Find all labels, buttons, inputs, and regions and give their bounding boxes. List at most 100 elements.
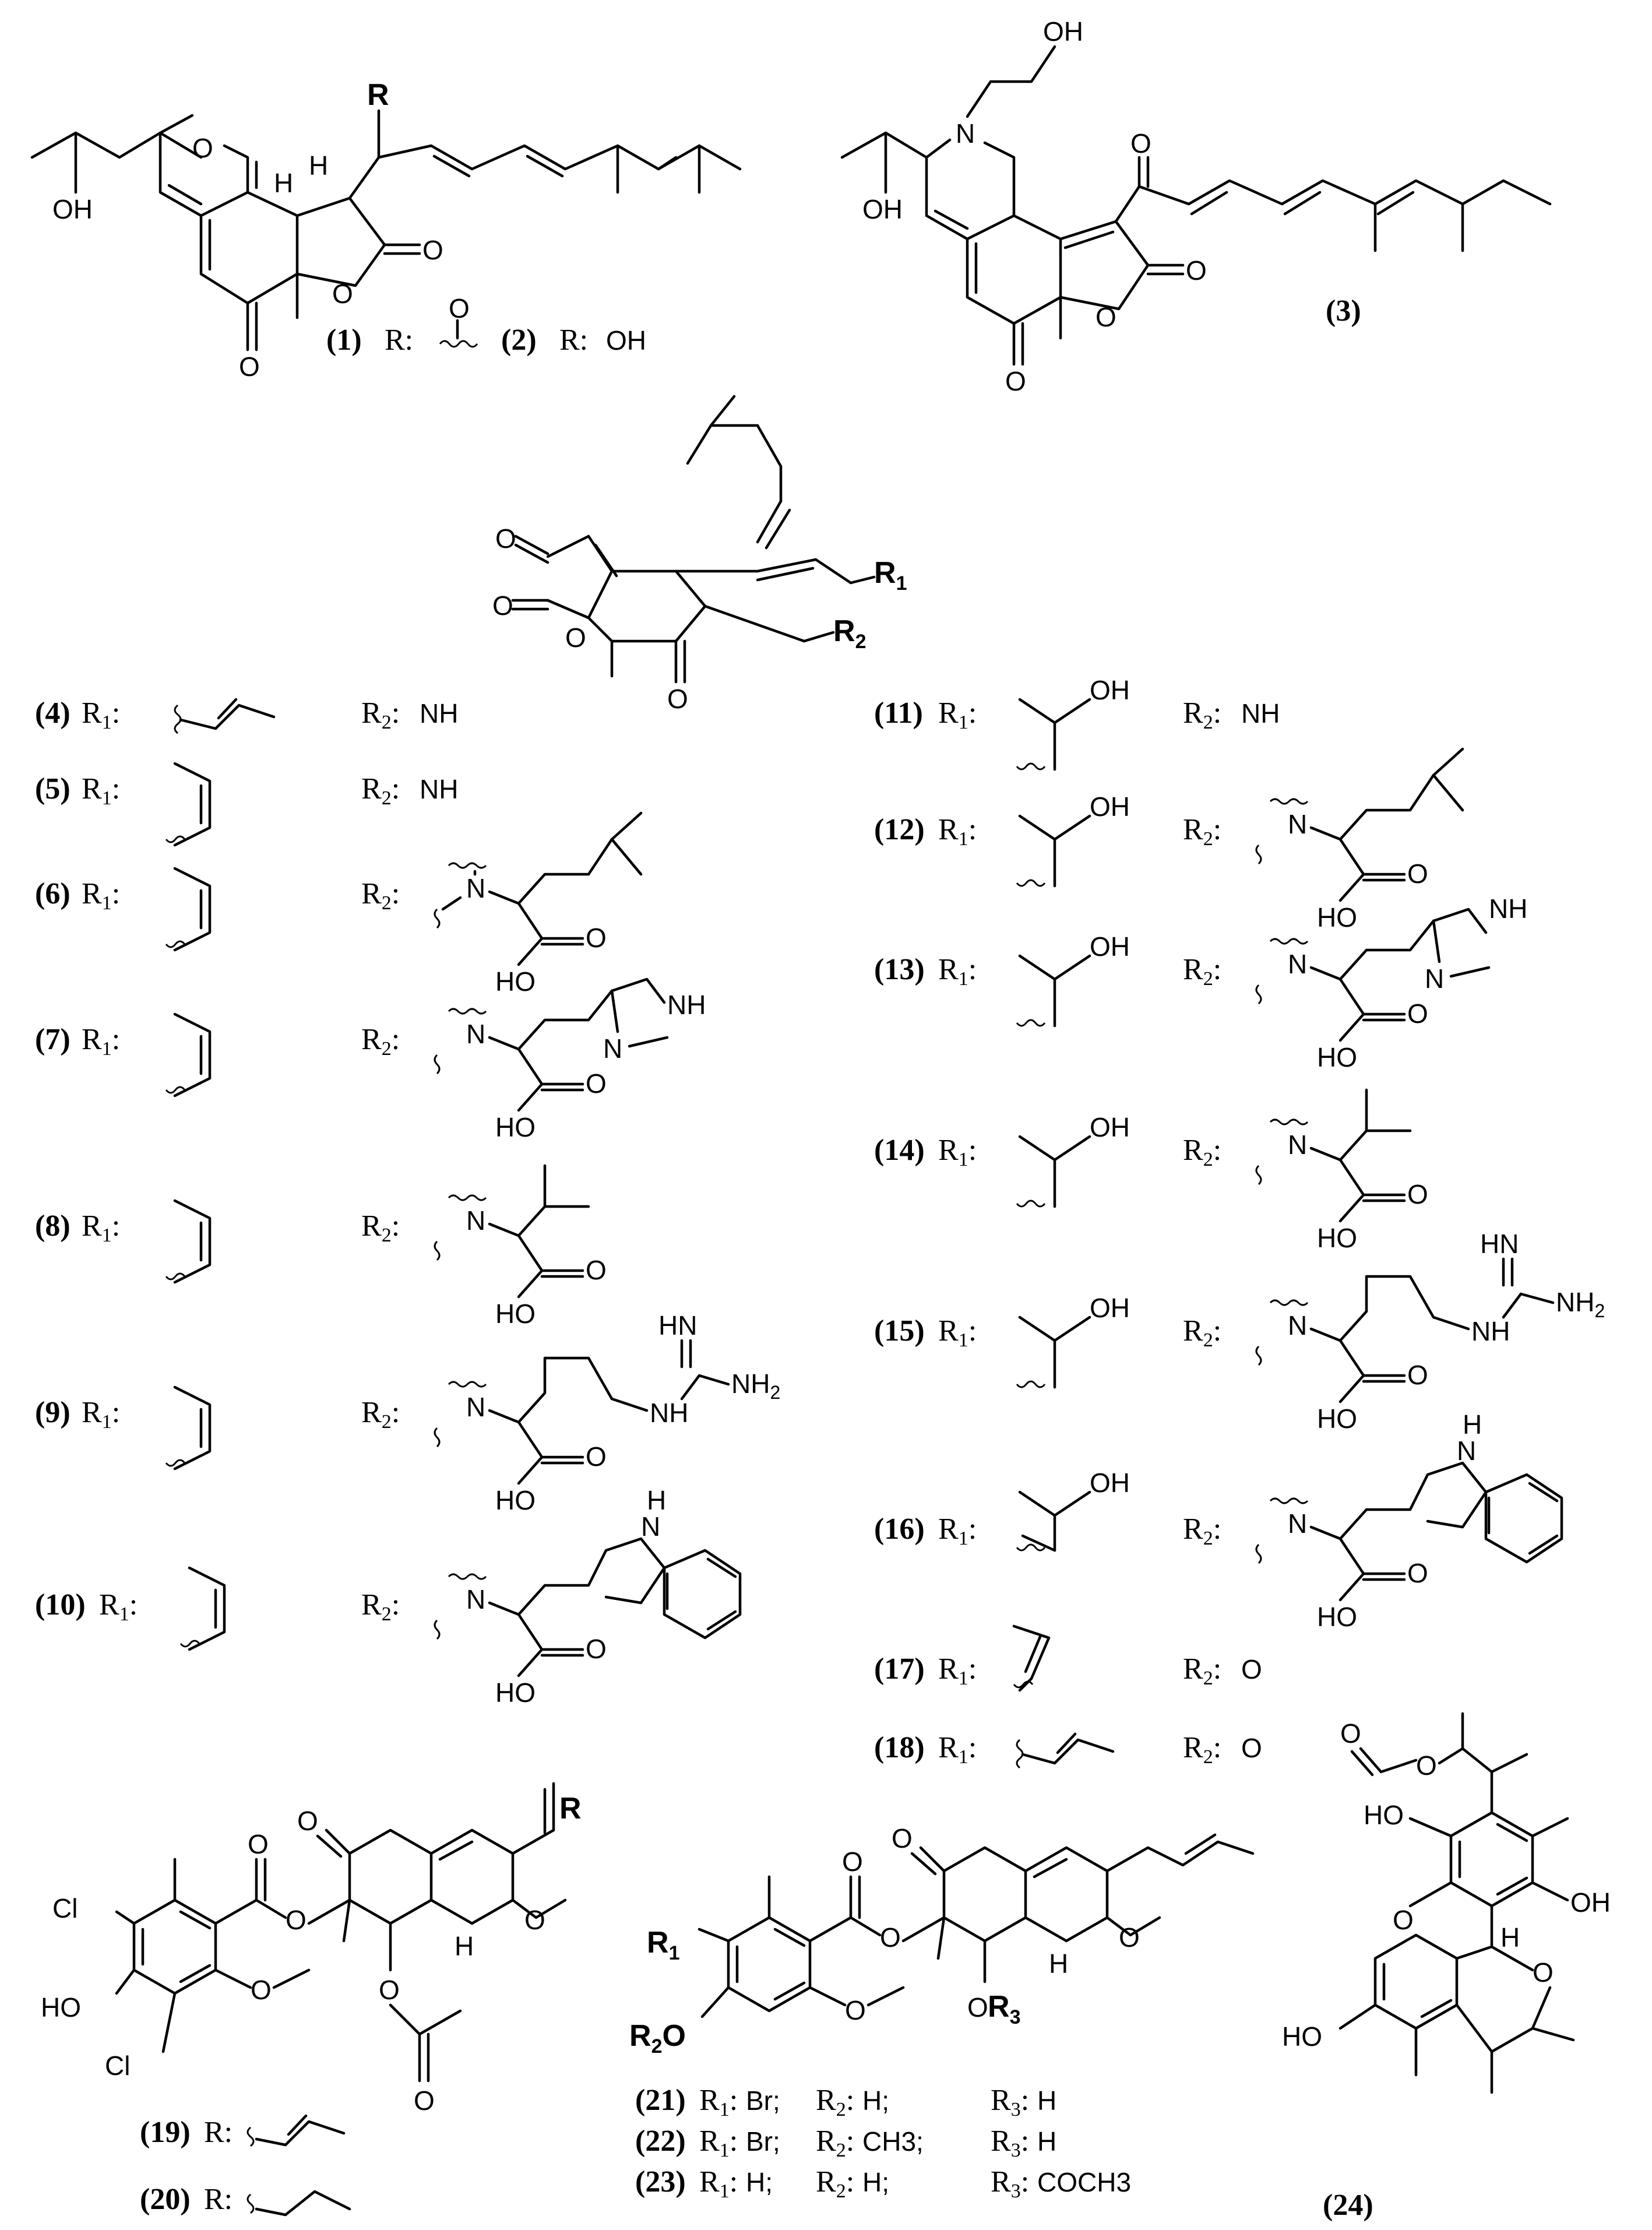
compound-id-9: (9)	[35, 1396, 71, 1429]
r1-label: R1:	[99, 1588, 138, 1625]
atom-nh2: NH2	[731, 1369, 780, 1403]
wavy-bond-icon	[1269, 798, 1309, 805]
atom-n: N	[1288, 1130, 1307, 1160]
r2-label: R2:	[816, 2165, 854, 2202]
atom-ho: HO	[1317, 1404, 1357, 1434]
atom-ho: HO	[41, 1992, 81, 2023]
atom-o-pyran: O	[524, 1905, 545, 1935]
atom-o: O	[1407, 1360, 1428, 1390]
wavy-bond-icon	[1255, 1543, 1262, 1564]
compound-id-10: (10)	[35, 1588, 86, 1622]
r1-label: R1:	[82, 877, 120, 914]
atom-r3: R3	[988, 1990, 1020, 2028]
compound-id-22: (22)	[635, 2125, 686, 2158]
atom-n: N	[1288, 949, 1307, 979]
compound-4-r2: NH	[420, 698, 458, 729]
atom-o: O	[586, 1441, 607, 1472]
compound-id-13: (13)	[874, 953, 925, 986]
wavy-bond-icon	[448, 1008, 487, 1015]
atom-r2o: R2O	[629, 2019, 686, 2057]
atom-h: H	[1463, 1409, 1482, 1440]
compound-id-5: (5)	[35, 772, 71, 806]
compound-5-r2: NH	[420, 774, 458, 804]
compound-21-r2: H;	[862, 2085, 889, 2116]
wavy-bond-icon	[448, 1573, 487, 1580]
compound-id-12: (12)	[874, 813, 925, 846]
wavy-bond-icon	[434, 1240, 441, 1261]
r2-label: R2:	[361, 1396, 400, 1433]
list-compounds-11-18: (11) R1: OH R2: NH (12) R1: OH R2: N O H…	[874, 675, 1605, 1769]
atom-o-pyran: O	[1119, 1922, 1140, 1953]
atom-hn: HN	[658, 1310, 697, 1341]
wavy-bond-icon	[179, 1640, 200, 1648]
structure-compound-21-23: R1 R2O O O O O O R3 H O (21) R1	[629, 1823, 1255, 2202]
atom-o: O	[586, 1068, 607, 1099]
wavy-bond-icon	[165, 1272, 186, 1281]
wavy-bond-icon	[1016, 762, 1046, 771]
r2-label: R2:	[1183, 953, 1221, 990]
atom-o: O	[1407, 1558, 1428, 1588]
r2-label: R2:	[816, 2084, 854, 2120]
compound-17-r2: O	[1241, 1654, 1262, 1684]
structure-compound-24: O O OH HO O H O HO (24)	[1282, 1712, 1611, 2222]
atom-cl: Cl	[105, 2050, 130, 2081]
r2-label: R2:	[1183, 1731, 1221, 1768]
compound-2-r-value: OH	[606, 325, 646, 356]
compound-22-r3: H	[1037, 2126, 1056, 2157]
compound-23-r3: COCH3	[1037, 2167, 1131, 2197]
atom-o-ester: O	[1416, 1750, 1437, 1781]
wavy-bond-icon	[1269, 1299, 1309, 1306]
atom-o-lactone-carbonyl: O	[492, 590, 513, 621]
wavy-bond-icon	[448, 1194, 487, 1201]
atom-o-carbonyl: O	[1186, 255, 1207, 286]
atom-oh: OH	[1090, 675, 1130, 705]
wavy-bond-icon	[1269, 1497, 1309, 1504]
atom-n: N	[466, 1392, 485, 1422]
atom-r1: R1	[647, 1926, 679, 1964]
atom-n: N	[956, 118, 975, 149]
structure-compound-19-20: Cl HO Cl O O O O O O H	[41, 1782, 582, 2217]
atom-o-acyl: O	[1130, 128, 1151, 159]
atom-nh2: NH2	[1556, 1287, 1605, 1321]
wavy-bond-icon	[434, 1619, 441, 1640]
wavy-bond-icon	[1013, 1680, 1034, 1689]
atom-o-aldehyde: O	[449, 293, 470, 323]
atom-n: N	[466, 1019, 485, 1049]
r1-label: R1:	[699, 2084, 738, 2120]
compound-id-15: (15)	[874, 1314, 925, 1348]
r1-label: R1:	[82, 697, 120, 733]
atom-o: O	[586, 1634, 607, 1664]
atom-o: O	[1407, 859, 1428, 889]
compound-11-r2: NH	[1241, 698, 1280, 729]
atom-o-lactone: O	[1096, 302, 1116, 332]
label-r2: R2	[833, 614, 866, 653]
atom-n: N	[1288, 1508, 1307, 1539]
atom-h: H	[455, 1931, 474, 1961]
atom-o-lactone: O	[332, 279, 353, 309]
atom-o-ketone: O	[1005, 366, 1026, 396]
atom-oh-2: OH	[862, 194, 903, 224]
wavy-bond-icon	[448, 862, 487, 869]
label-r1: R1	[874, 556, 907, 595]
atom-nh: N	[1457, 1436, 1476, 1466]
r-label: R:	[204, 2183, 233, 2216]
wavy-bond-icon	[246, 2193, 255, 2214]
atom-o: O	[379, 1975, 400, 2005]
atom-n: N	[466, 873, 485, 903]
compound-id-14: (14)	[874, 1134, 925, 1167]
compound-id-18: (18)	[874, 1731, 925, 1764]
atom-ho: HO	[495, 1112, 536, 1142]
atom-n: N	[466, 1205, 485, 1236]
atom-nh: NH	[667, 990, 706, 1020]
wavy-bond-icon	[165, 1086, 186, 1094]
atom-o: O	[967, 1992, 988, 2023]
compound-id-17: (17)	[874, 1652, 925, 1686]
compound-id-2: (2)	[501, 323, 537, 357]
atom-o-methoxy: O	[845, 1995, 866, 2025]
atom-o: O	[880, 1922, 901, 1953]
r2-label: R2:	[1183, 1652, 1221, 1689]
compound-2-r-label: R:	[559, 323, 588, 357]
r2-label: R2:	[361, 877, 400, 914]
r1-label: R1:	[938, 1513, 977, 1549]
r2-label: R2:	[1183, 1134, 1221, 1170]
